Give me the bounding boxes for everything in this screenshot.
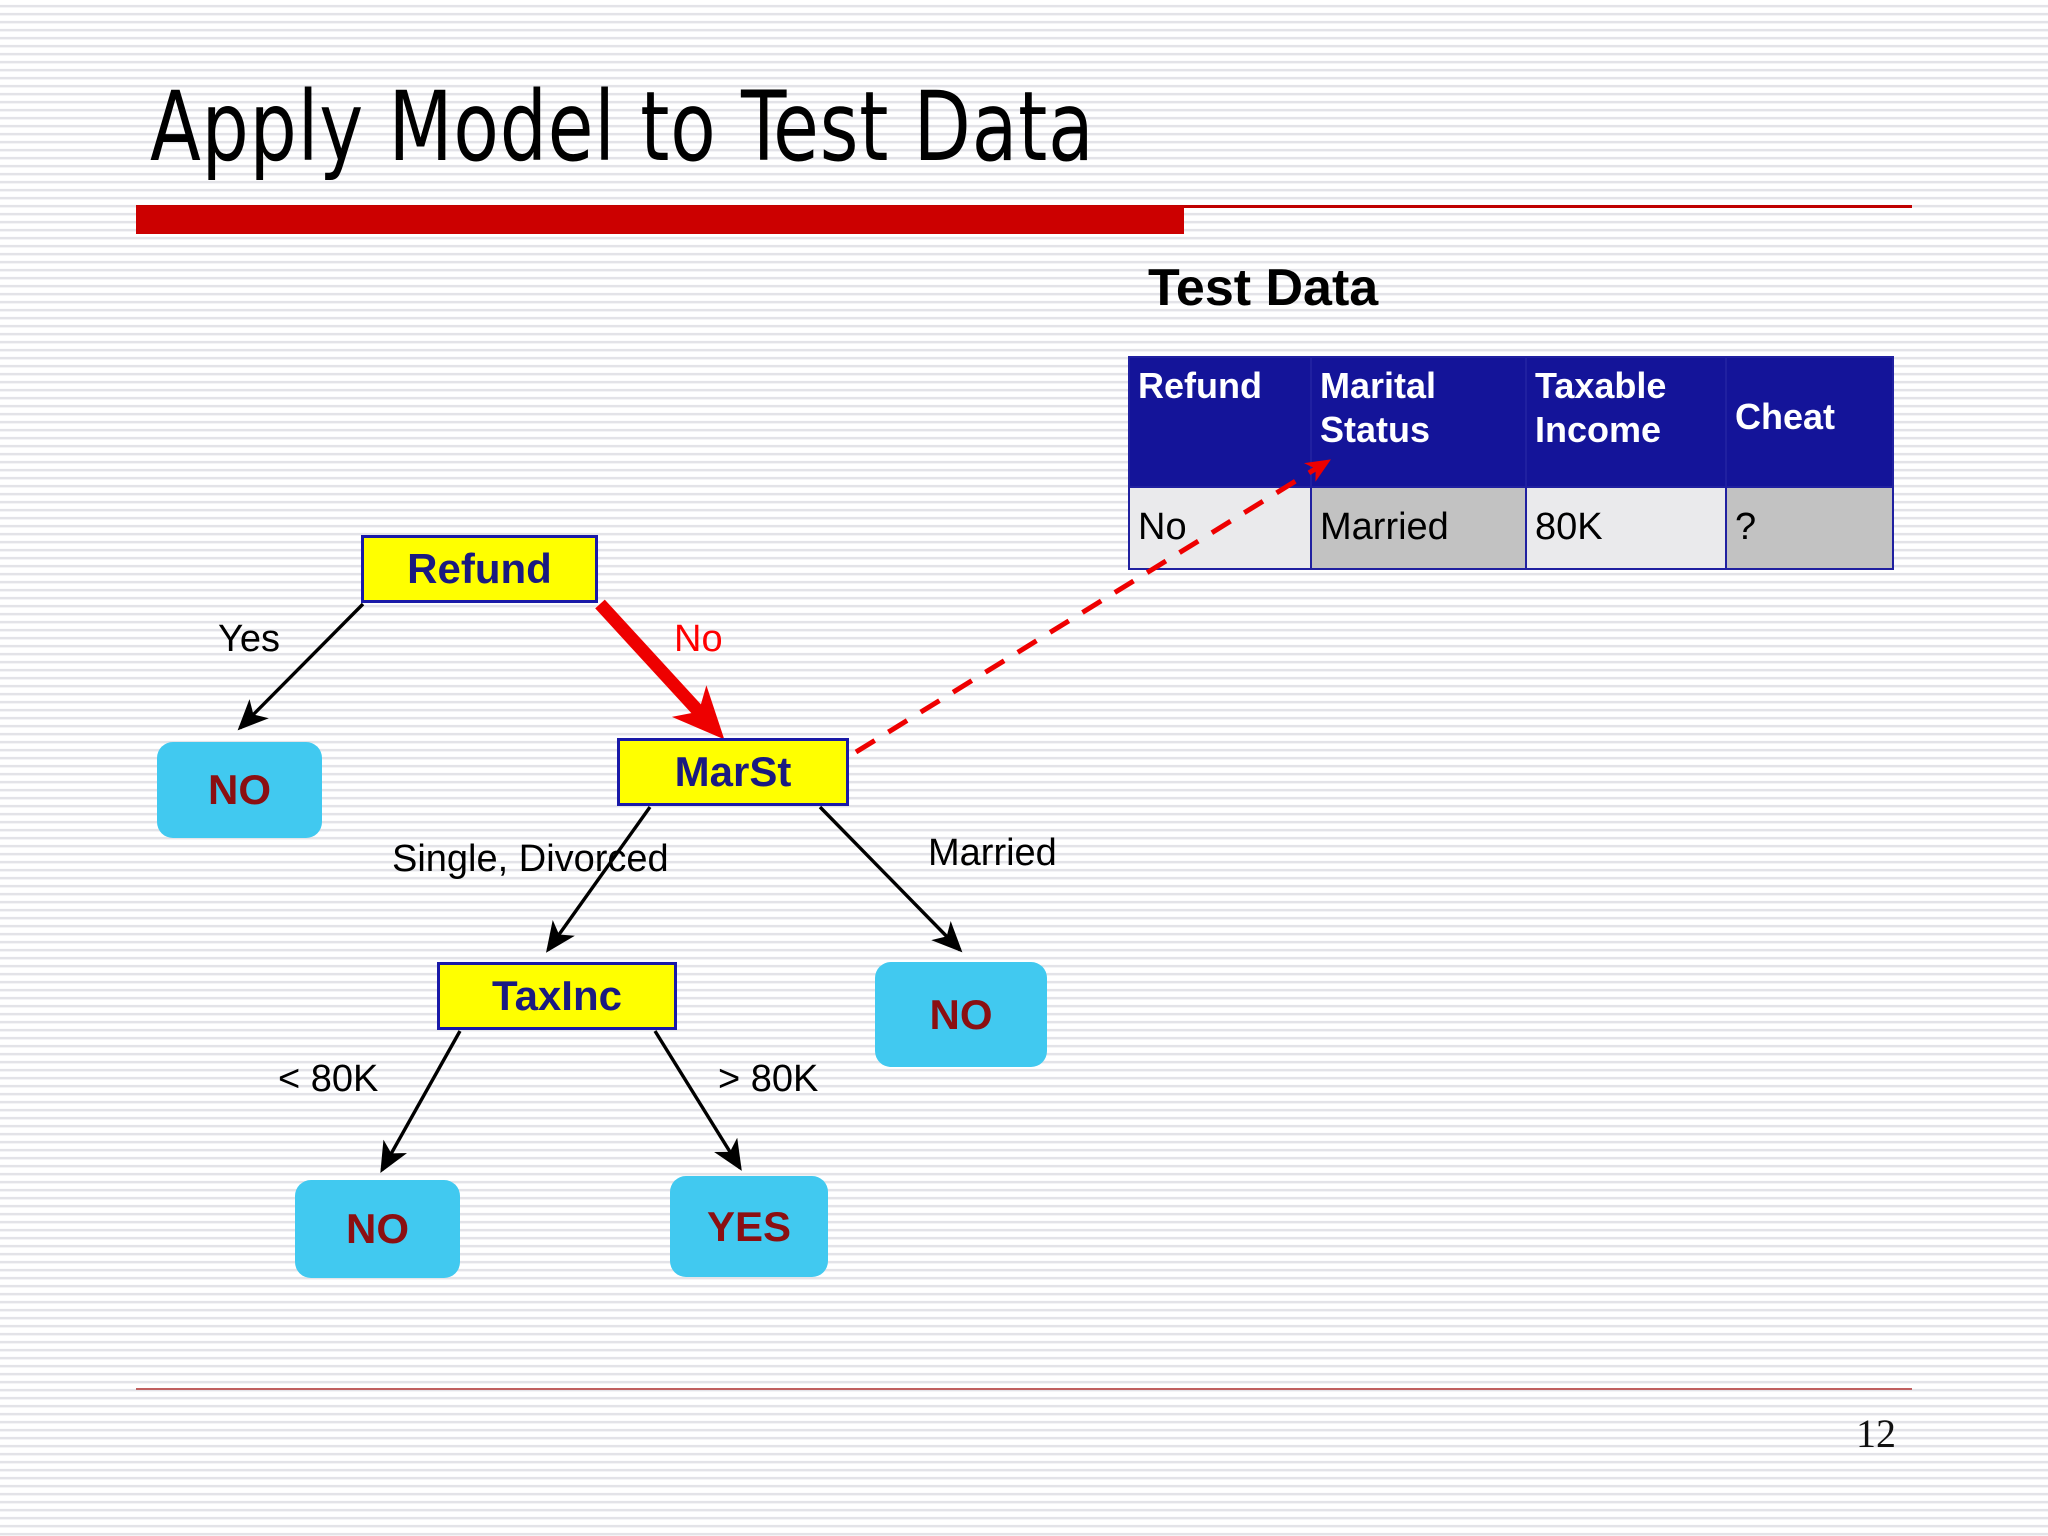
tree-node-marst[interactable]: MarSt xyxy=(617,738,849,806)
footer-rule xyxy=(136,1388,1912,1390)
edge-label-yes: Yes xyxy=(218,618,280,660)
tree-node-refund[interactable]: Refund xyxy=(361,535,598,603)
table-header: Refund Marital Status Taxable Income Che… xyxy=(1128,356,1894,488)
cell-cheat: ? xyxy=(1725,486,1894,570)
table-body: No Married 80K ? xyxy=(1128,486,1894,570)
column-header-taxable-income: Taxable Income xyxy=(1525,356,1727,488)
edge-taxinc-gt80k xyxy=(653,1030,742,1171)
test-data-heading: Test Data xyxy=(1148,259,1379,317)
tree-leaf-no-refund-yes[interactable]: NO xyxy=(157,742,322,838)
page-title: Apply Model to Test Data xyxy=(150,71,1095,183)
tree-node-taxinc[interactable]: TaxInc xyxy=(437,962,677,1030)
edge-refund-no-active xyxy=(595,599,725,740)
edge-label-married: Married xyxy=(928,832,1057,874)
column-header-refund: Refund xyxy=(1128,356,1312,488)
cell-taxable-income: 80K xyxy=(1525,486,1727,570)
column-header-marital-status-line1: Marital xyxy=(1320,365,1437,406)
test-data-table: Refund Marital Status Taxable Income Che… xyxy=(1128,356,1894,570)
edge-label-lt-80k: < 80K xyxy=(278,1058,379,1100)
column-header-taxable-income-line1: Taxable xyxy=(1535,365,1667,406)
edge-taxinc-lt80k xyxy=(380,1030,462,1173)
edge-marst-single-divorced xyxy=(546,806,652,953)
test-record-pointer-dashed xyxy=(854,459,1331,755)
tree-leaf-no-lt80k[interactable]: NO xyxy=(295,1180,460,1278)
cell-marital-status: Married xyxy=(1310,486,1527,570)
edge-label-single-divorced: Single, Divorced xyxy=(392,838,669,880)
edge-label-no: No xyxy=(674,618,723,660)
edge-marst-married xyxy=(818,805,963,953)
title-rule-thick xyxy=(136,206,1184,234)
column-header-marital-status: Marital Status xyxy=(1310,356,1527,488)
page-number: 12 xyxy=(1856,1411,1896,1456)
table-row: No Married 80K ? xyxy=(1128,486,1894,570)
tree-leaf-yes-gt80k[interactable]: YES xyxy=(670,1176,828,1277)
edge-refund-yes xyxy=(237,602,365,731)
column-header-taxable-income-line2: Income xyxy=(1535,409,1662,450)
column-header-marital-status-line2: Status xyxy=(1320,409,1431,450)
column-header-cheat: Cheat xyxy=(1725,356,1894,488)
table-header-row: Refund Marital Status Taxable Income Che… xyxy=(1128,356,1894,488)
tree-leaf-no-married[interactable]: NO xyxy=(875,962,1047,1067)
edge-label-gt-80k: > 80K xyxy=(718,1058,819,1100)
